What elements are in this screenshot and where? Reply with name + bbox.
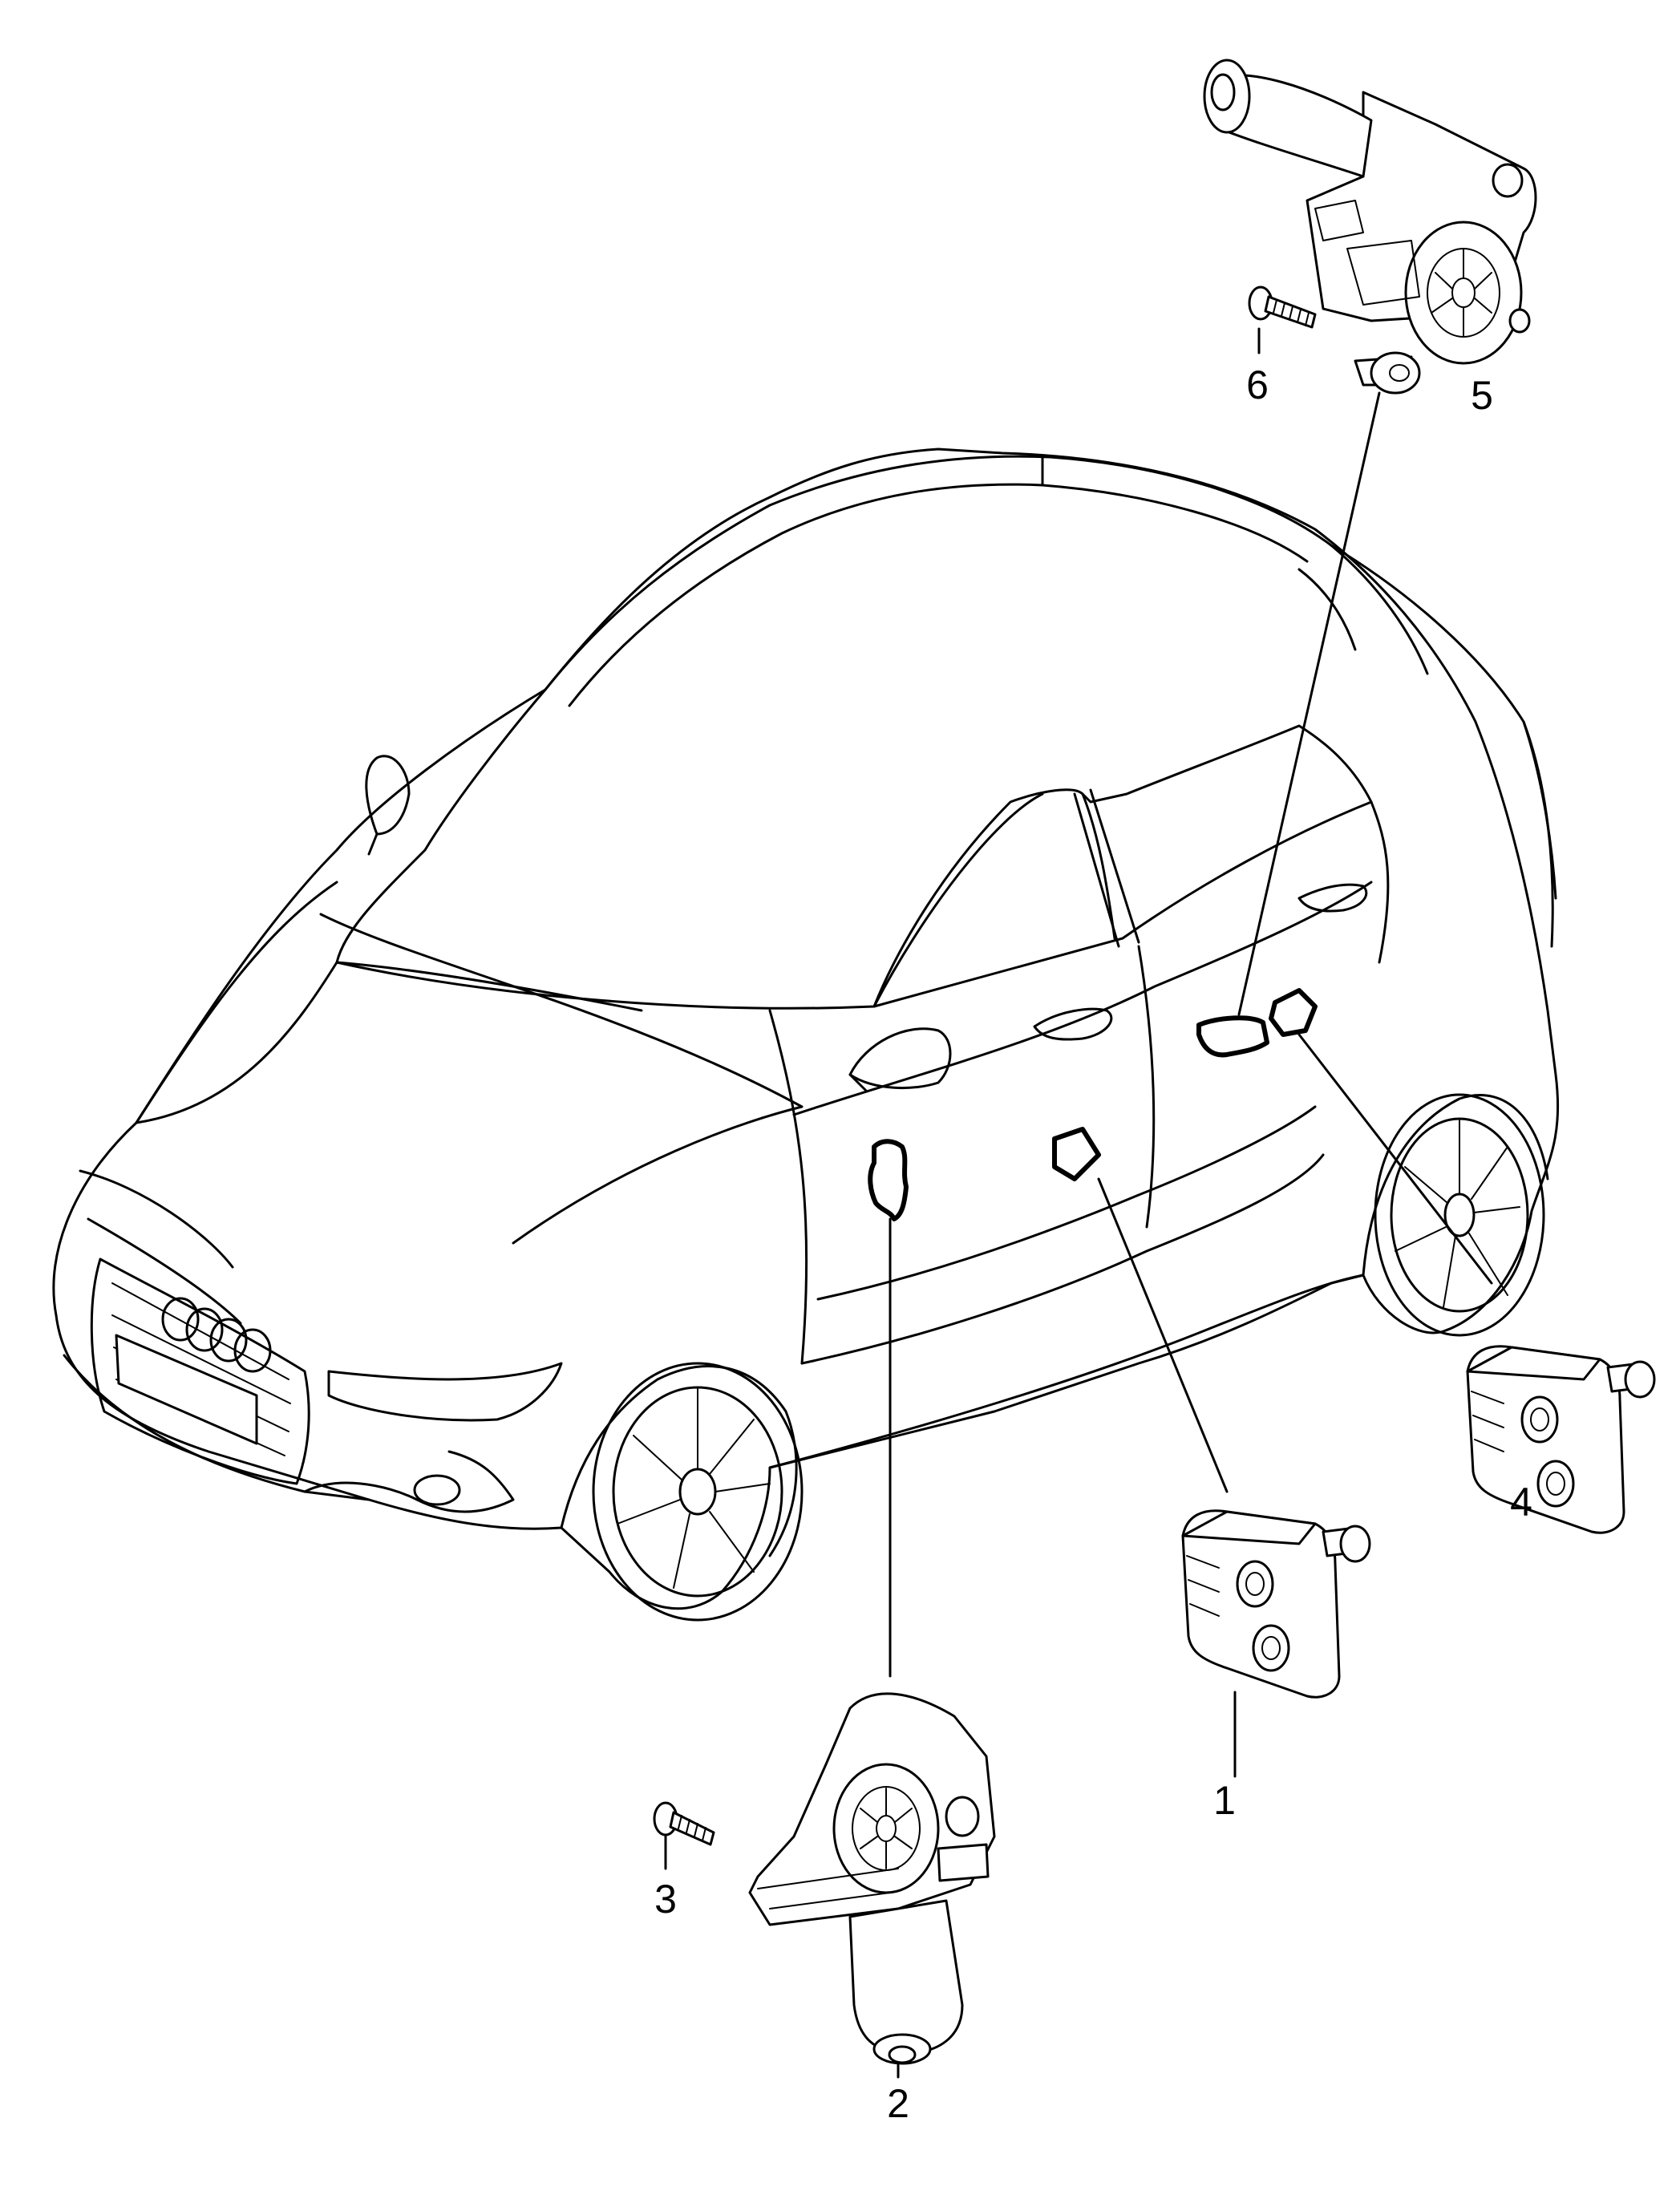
part-3-screw: [653, 1801, 715, 1846]
rear-door-motor-outline: [1196, 1015, 1269, 1058]
right-mirror: [848, 1027, 952, 1092]
rear-door-control-unit-outline: [1269, 988, 1318, 1037]
callout-label-3: 3: [654, 1877, 677, 1922]
part-1-control-unit: [1181, 1509, 1371, 1699]
callout-label-1: 1: [1213, 1778, 1236, 1823]
part-2-window-motor: [748, 1692, 996, 2065]
front-door-motor-outline: [868, 1139, 909, 1221]
callout-label-5: 5: [1471, 373, 1493, 418]
car-body-illustration: [52, 447, 1560, 1622]
part-5-window-motor: [1203, 59, 1537, 395]
left-mirror: [365, 755, 411, 856]
front-door-control-unit-outline: [1052, 1127, 1101, 1181]
callout-label-6: 6: [1246, 362, 1269, 407]
part-4-control-unit: [1466, 1345, 1656, 1534]
audi-logo: [161, 1297, 272, 1373]
part-6-screw: [1248, 286, 1317, 329]
callout-label-2: 2: [887, 2081, 909, 2126]
callout-label-4: 4: [1510, 1480, 1532, 1525]
